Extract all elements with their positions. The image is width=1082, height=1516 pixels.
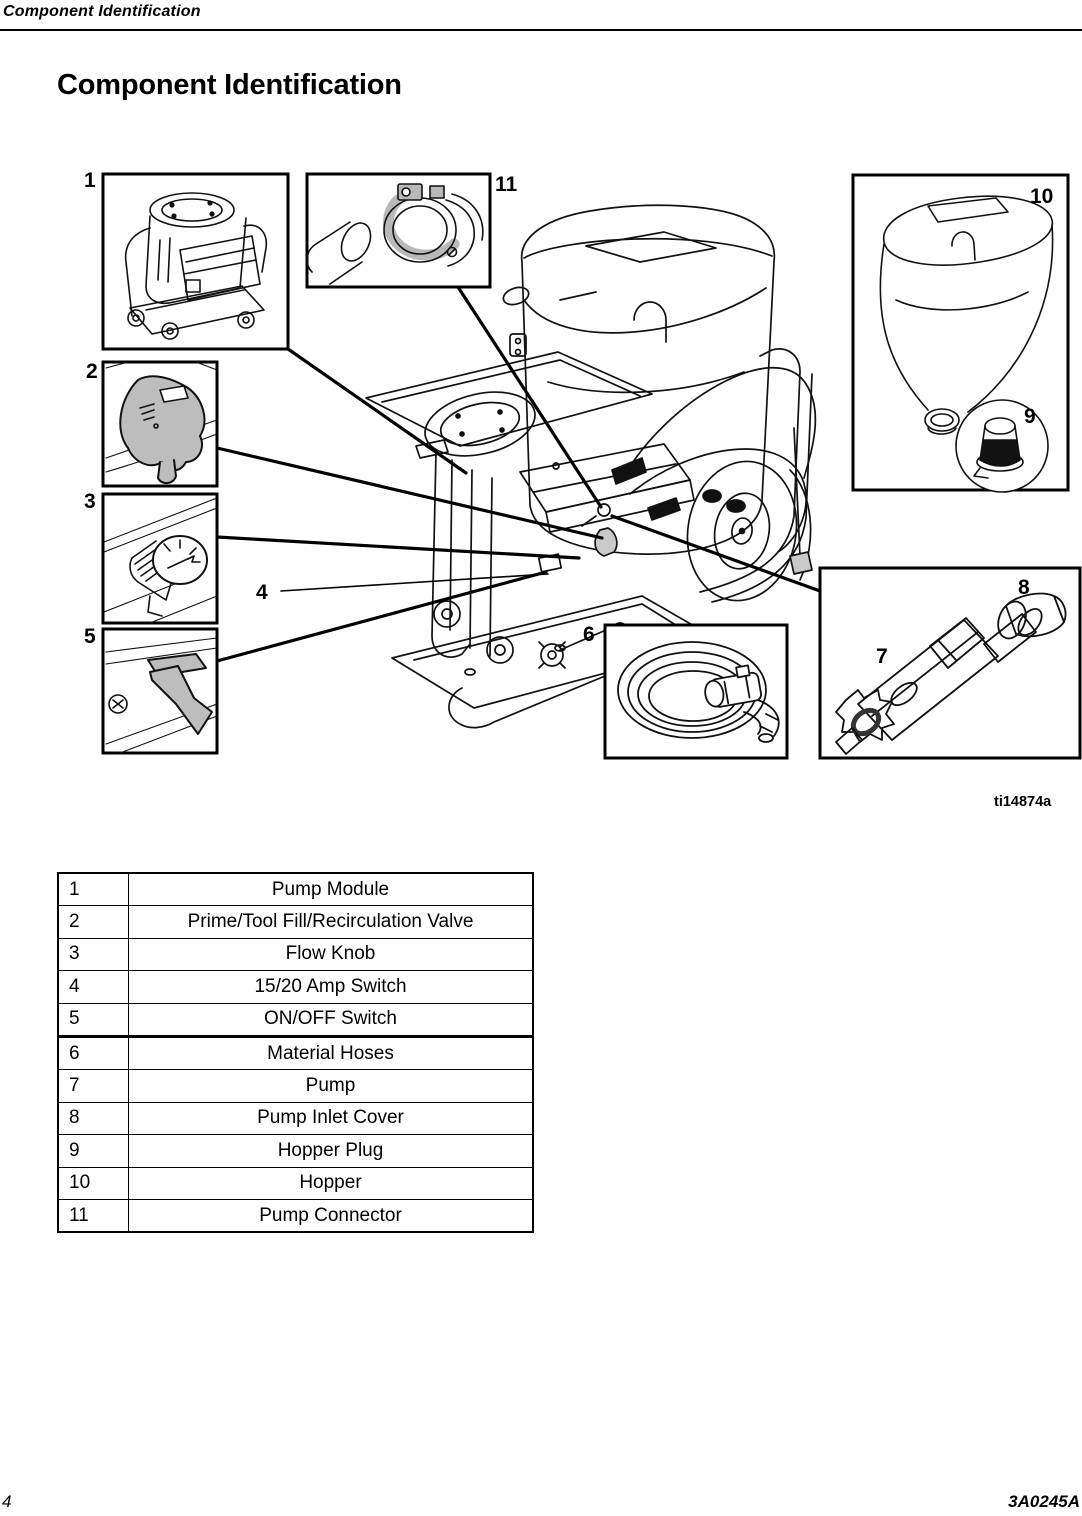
callout-label-8: 8 [1018, 576, 1030, 599]
component-name: Flow Knob [128, 937, 534, 972]
art-pump-connector [306, 183, 484, 285]
running-header: Component Identification [3, 3, 201, 20]
table-row: 3 Flow Knob [57, 937, 534, 972]
table-row: 6 Material Hoses [57, 1035, 534, 1071]
table-row: 2 Prime/Tool Fill/Recirculation Valve [57, 905, 534, 939]
table-row: 7 Pump [57, 1069, 534, 1103]
callout-labels: 1 2 3 4 5 6 7 8 9 10 11 [84, 169, 1053, 668]
component-number: 11 [57, 1198, 129, 1233]
art-flow-knob [103, 497, 218, 624]
component-number: 1 [57, 872, 129, 907]
component-name: Pump Inlet Cover [128, 1101, 534, 1136]
inset-box-onoff-switch [101, 627, 219, 755]
art-onoff-switch [105, 637, 218, 754]
component-number: 9 [57, 1134, 129, 1168]
component-number: 4 [57, 970, 129, 1004]
leader-4 [280, 573, 549, 592]
table-row: 4 15/20 Amp Switch [57, 970, 534, 1004]
component-name: Hopper [128, 1166, 534, 1200]
component-number: 3 [57, 937, 129, 972]
table-row: 9 Hopper Plug [57, 1134, 534, 1168]
art-pump [835, 592, 1067, 755]
callout-label-7: 7 [876, 645, 888, 668]
component-name: Pump Connector [128, 1198, 534, 1233]
component-name: Pump Module [128, 872, 534, 907]
art-material-hoses [617, 641, 780, 743]
callout-label-9: 9 [1024, 405, 1036, 428]
callout-label-6: 6 [583, 623, 595, 646]
figure-id: ti14874a [994, 794, 1052, 810]
table-row: 1 Pump Module [57, 872, 534, 907]
leader-3 [215, 535, 581, 560]
machine-hose [621, 366, 817, 481]
leader-2 [215, 446, 604, 540]
callout-label-5: 5 [84, 625, 96, 648]
doc-number: 3A0245A [1008, 1492, 1080, 1511]
callout-label-3: 3 [84, 490, 96, 513]
component-number: 10 [57, 1166, 129, 1200]
page-number: 4 [2, 1492, 12, 1511]
page-title: Component Identification [57, 69, 402, 101]
art-pump-inlet-cover [997, 592, 1067, 640]
component-table: 1 Pump Module 2 Prime/Tool Fill/Recircul… [57, 872, 534, 1234]
inset-box-pump [818, 566, 1082, 760]
component-name: 15/20 Amp Switch [128, 970, 534, 1004]
component-number: 5 [57, 1002, 129, 1038]
leader-5 [215, 570, 548, 663]
header-rule [0, 29, 1082, 31]
table-row: 10 Hopper [57, 1166, 534, 1200]
art-prime-valve [105, 361, 218, 484]
table-row: 11 Pump Connector [57, 1198, 534, 1233]
component-name: Material Hoses [128, 1035, 534, 1071]
leader-11 [456, 285, 603, 509]
table-row: 8 Pump Inlet Cover [57, 1101, 534, 1136]
component-number: 7 [57, 1069, 129, 1103]
machine-tray [365, 351, 653, 447]
component-name: Prime/Tool Fill/Recirculation Valve [128, 905, 534, 939]
callout-label-2: 2 [86, 360, 98, 383]
callout-label-10: 10 [1030, 185, 1053, 208]
callout-label-4: 4 [256, 581, 268, 604]
callout-label-11: 11 [495, 173, 518, 196]
component-number: 6 [57, 1035, 129, 1071]
component-name: ON/OFF Switch [128, 1002, 534, 1038]
art-hopper-plug [955, 399, 1049, 493]
component-name: Pump [128, 1069, 534, 1103]
leader-7-8 [610, 514, 822, 593]
component-name: Hopper Plug [128, 1134, 534, 1168]
callout-label-1: 1 [84, 169, 96, 192]
component-number: 8 [57, 1101, 129, 1136]
leader-1 [286, 347, 468, 475]
inset-box-pump-module [101, 172, 290, 351]
art-hopper [879, 195, 1054, 493]
component-diagram: 1 2 3 4 5 6 7 8 9 10 11 [84, 169, 1082, 760]
callout-lines [215, 285, 822, 663]
component-number: 2 [57, 905, 129, 939]
table-row: 5 ON/OFF Switch [57, 1002, 534, 1038]
art-pump-module [124, 192, 268, 340]
